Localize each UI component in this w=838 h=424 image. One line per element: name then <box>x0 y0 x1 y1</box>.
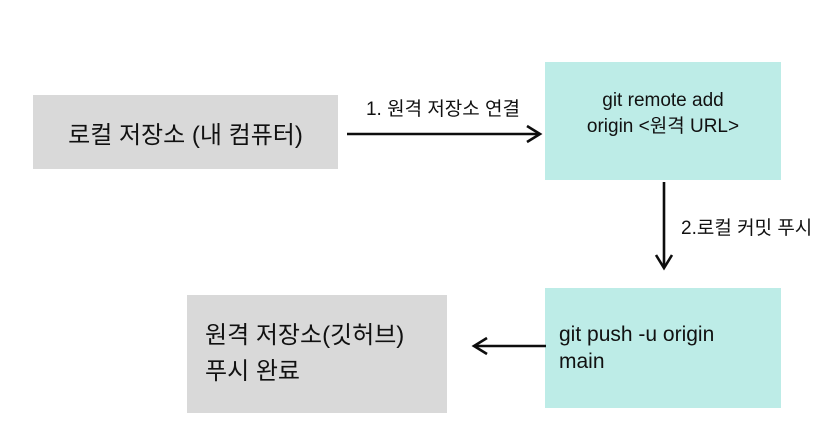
arrow-right-connect-remote <box>347 124 543 144</box>
edge-label-connect-remote: 1. 원격 저장소 연결 <box>365 99 521 120</box>
node-local-repo: 로컬 저장소 (내 컴퓨터) <box>33 95 338 169</box>
arrow-left-push-done <box>471 336 546 356</box>
node-git-remote-add-line2: origin <원격 URL> <box>586 116 740 137</box>
node-remote-repo-done-line2: 푸시 완료 <box>205 358 300 385</box>
node-local-repo-label: 로컬 저장소 (내 컴퓨터) <box>68 121 303 149</box>
node-remote-repo-done-line1: 원격 저장소(깃허브) <box>205 322 405 349</box>
edge-label-push-commits: 2.로컬 커밋 푸시 <box>681 218 813 239</box>
node-git-push-line2: main <box>559 350 605 373</box>
node-git-remote-add: git remote add origin <원격 URL> <box>545 62 781 180</box>
node-git-push-line1: git push -u origin <box>559 322 715 346</box>
arrow-down-push-commits <box>654 182 674 271</box>
node-git-push: git push -u origin main <box>545 288 781 408</box>
node-remote-repo-done: 원격 저장소(깃허브) 푸시 완료 <box>187 295 447 413</box>
node-git-remote-add-line1: git remote add <box>602 90 724 112</box>
